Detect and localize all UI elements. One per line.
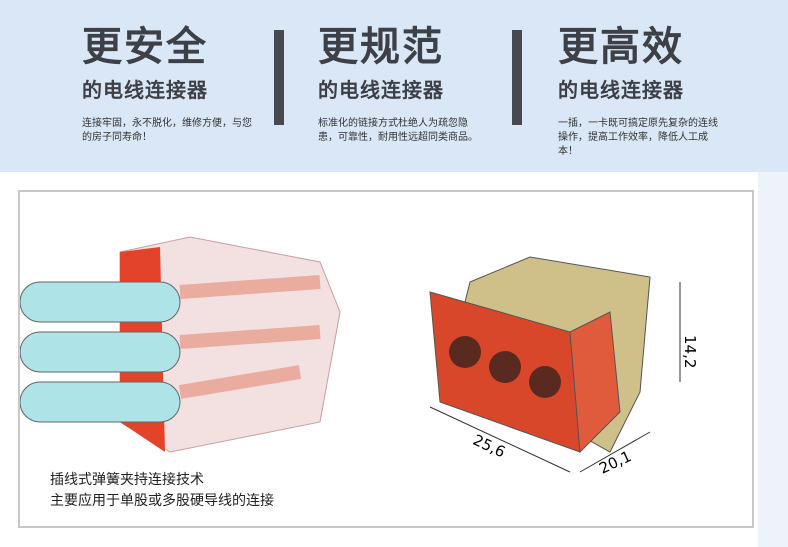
feature-banner: 更安全 的电线连接器 连接牢固，永不脱化，维修方便，与您的房子同寿命！ 更规范 … — [0, 0, 788, 172]
feature-desc: 一插，一卡既可搞定原先复杂的连线操作，提高工作效率，降低人工成本！ — [558, 118, 718, 157]
feature-desc: 连接牢固，永不脱化，维修方便，与您的房子同寿命！ — [82, 118, 252, 143]
width-dimension: 25,6 — [470, 431, 508, 461]
feature-title: 更高效 — [558, 24, 684, 70]
feature-efficient: 更高效 的电线连接器 一插，一卡既可搞定原先复杂的连线操作，提高工作效率，降低人… — [558, 14, 758, 159]
feature-subtitle: 的电线连接器 — [318, 78, 444, 102]
caption-line1: 插线式弹簧夹持连接技术 — [50, 472, 204, 488]
caption: 插线式弹簧夹持连接技术 主要应用于单股或多股硬导线的连接 — [50, 470, 274, 512]
feature-title: 更规范 — [318, 24, 444, 70]
feature-desc: 标准化的链接方式杜绝人为疏忽隐患，可靠性，耐用性远超同类商品。 — [318, 118, 478, 143]
depth-dimension: 20,1 — [596, 447, 634, 477]
side-strip — [758, 172, 788, 547]
divider — [274, 30, 284, 125]
feature-subtitle: 的电线连接器 — [558, 78, 684, 102]
connector-dimension-drawing: 25,6 20,1 14,2 — [429, 256, 699, 478]
feature-title: 更安全 — [82, 24, 208, 70]
product-frame: 25,6 20,1 14,2 插线式弹簧夹持连接技术 主要应用于单股或多股硬导线… — [18, 190, 754, 528]
feature-safe: 更安全 的电线连接器 连接牢固，永不脱化，维修方便，与您的房子同寿命！ — [82, 14, 282, 145]
wire-insertion-illustration — [20, 236, 341, 453]
caption-line2: 主要应用于单股或多股硬导线的连接 — [50, 493, 274, 509]
feature-subtitle: 的电线连接器 — [82, 78, 208, 102]
feature-standard: 更规范 的电线连接器 标准化的链接方式杜绝人为疏忽隐患，可靠性，耐用性远超同类商… — [318, 14, 518, 145]
divider — [512, 30, 522, 125]
height-dimension: 14,2 — [681, 335, 699, 368]
